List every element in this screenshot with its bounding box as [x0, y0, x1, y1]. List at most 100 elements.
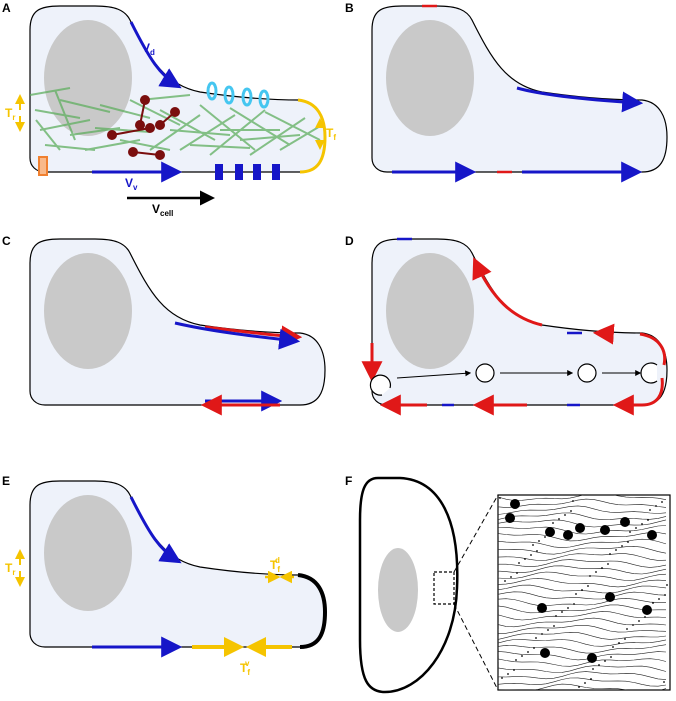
- tracer-dot: [570, 510, 572, 512]
- tracer-dot: [530, 554, 532, 556]
- tracer-dot: [510, 576, 512, 578]
- tracer-dot: [527, 651, 529, 653]
- panel-f: F: [345, 474, 671, 694]
- panel-label-e: E: [2, 474, 10, 488]
- tracer-dot: [604, 660, 606, 662]
- tracer-dot: [547, 629, 549, 631]
- streamline: [498, 651, 667, 661]
- tracer-dot: [647, 519, 649, 521]
- tracer-dot: [501, 677, 503, 679]
- orange-marker: [38, 156, 48, 176]
- tracer-dot: [553, 625, 555, 627]
- tracer-dot: [516, 572, 518, 574]
- tfd-label: Tfd: [270, 556, 280, 574]
- myosin-motors: [107, 95, 180, 160]
- streamline: [498, 584, 667, 594]
- panel-label-c: C: [2, 234, 11, 248]
- tracer-dot: [652, 602, 654, 604]
- streamline: [498, 639, 667, 647]
- tracer-dot: [535, 637, 537, 639]
- tracer-dot: [578, 686, 580, 688]
- tracer-dot: [581, 589, 583, 591]
- tracer-dot: [513, 669, 515, 671]
- streamline: [498, 604, 666, 614]
- streamline: [498, 565, 667, 575]
- tracer-dot: [555, 615, 557, 617]
- tracer-dot: [627, 541, 629, 543]
- tracer-dot: [607, 563, 609, 565]
- tracer-dot: [558, 518, 560, 520]
- nucleus: [386, 20, 474, 136]
- streamline: [498, 683, 667, 690]
- front-bottom-red-arrow: [612, 377, 664, 416]
- zoom-line-bottom: [453, 603, 499, 691]
- streamline: [498, 591, 667, 600]
- tr-label: Tr: [5, 106, 15, 122]
- front-red-arrow: [592, 323, 615, 345]
- obstacle-particles: [505, 499, 657, 663]
- streamline: [498, 532, 667, 542]
- tf-label: Tf: [326, 126, 336, 142]
- tracer-dot: [504, 580, 506, 582]
- tracer-dot: [544, 536, 546, 538]
- streamline: [498, 671, 667, 680]
- streamline: [498, 625, 667, 634]
- tracer-dot: [595, 571, 597, 573]
- tracer-dot: [584, 682, 586, 684]
- vv-label: Vv: [125, 176, 138, 192]
- tracer-dot: [644, 616, 646, 618]
- tracer-dot: [521, 655, 523, 657]
- tracer-dot: [515, 659, 517, 661]
- streamline: [498, 545, 667, 555]
- panel-label-d: D: [345, 234, 354, 248]
- tracer-dot: [572, 500, 574, 502]
- vcell-label: Vcell: [152, 202, 173, 218]
- tracer-dot: [629, 531, 631, 533]
- panel-b: B: [345, 1, 668, 183]
- retrograde-dorsal-arrow: [472, 257, 543, 327]
- tracer-dot: [552, 522, 554, 524]
- streamline: [498, 525, 667, 535]
- panel-d: D: [345, 234, 668, 416]
- panel-e: E Tr Tfd Tfv: [2, 474, 328, 677]
- nucleus: [44, 253, 132, 369]
- front-red-arc: [639, 332, 667, 366]
- streamline: [498, 617, 667, 628]
- tracer-dot: [573, 603, 575, 605]
- tracer-dot: [624, 638, 626, 640]
- tfv-label: Tfv: [240, 659, 250, 677]
- streamline: [498, 512, 667, 521]
- vesicles: [369, 362, 658, 396]
- streamline: [498, 538, 667, 549]
- tracer-dot: [590, 678, 592, 680]
- panel-label-b: B: [345, 1, 354, 15]
- tracer-dot: [533, 647, 535, 649]
- tracer-dot: [661, 501, 663, 503]
- dorsal-flow-arrow: [516, 86, 644, 113]
- vd-arrow: [129, 21, 182, 89]
- tracer-dot: [524, 558, 526, 560]
- blue-flow-arrow: [174, 321, 301, 350]
- tracer-dot: [615, 549, 617, 551]
- tracer-dot: [561, 611, 563, 613]
- tracer-dot: [507, 673, 509, 675]
- membrane-channels: [206, 81, 270, 109]
- nucleus: [386, 253, 474, 369]
- panel-label-a: A: [2, 1, 11, 15]
- tracer-dot: [567, 607, 569, 609]
- tr-label: Tr: [5, 561, 15, 577]
- tracer-dot: [587, 585, 589, 587]
- tracer-dot: [518, 562, 520, 564]
- nucleus: [378, 548, 418, 632]
- panel-c: C: [2, 234, 326, 416]
- actin-network: [30, 87, 323, 156]
- zoom-line-top: [453, 494, 499, 573]
- tracer-dot: [609, 553, 611, 555]
- tracer-dot: [632, 624, 634, 626]
- tracer-dot: [592, 668, 594, 670]
- streamline: [498, 665, 667, 673]
- adhesion-complexes: [215, 164, 280, 180]
- tracer-dot: [621, 545, 623, 547]
- tracer-dot: [589, 575, 591, 577]
